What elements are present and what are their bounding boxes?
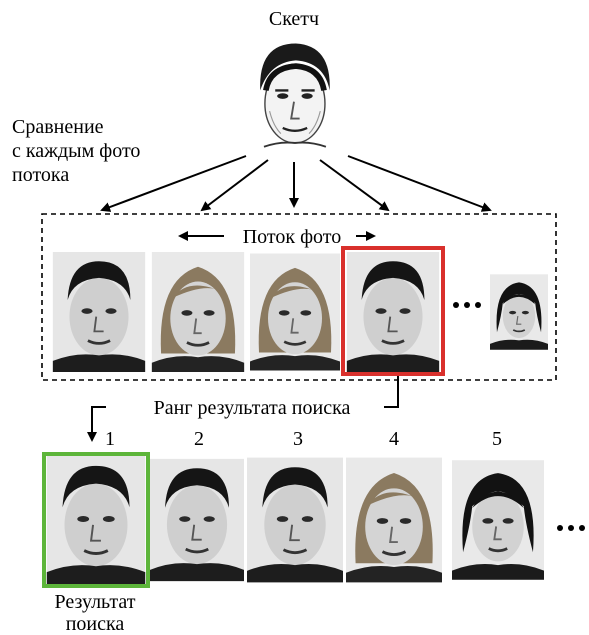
result-ellipsis-icon (557, 525, 585, 531)
compare-arrow-4 (319, 159, 390, 212)
result-photo-1 (46, 456, 146, 584)
rank-number-2: 2 (194, 428, 204, 450)
rank-connector-left (87, 406, 106, 442)
rank-number-4: 4 (389, 428, 399, 450)
stream-ellipsis-icon (453, 302, 481, 308)
result-photo-2 (150, 457, 244, 583)
rank-label: Ранг результата поиска (154, 397, 351, 419)
result-label-line2: поиска (66, 613, 125, 635)
stream-photo-5 (490, 272, 548, 352)
stream-photo-1 (52, 252, 146, 372)
match-highlight-box (341, 246, 445, 376)
stream-photo-4 (345, 252, 441, 372)
result-highlight-box (42, 452, 150, 588)
compare-arrow-2 (200, 159, 269, 212)
stream-photo-3 (250, 252, 340, 372)
compare-arrow-1 (100, 155, 247, 212)
photo-stream-box (41, 213, 557, 381)
sketch-image (247, 36, 341, 158)
sketch-label: Скетч (269, 8, 319, 30)
result-photo-4 (346, 456, 442, 584)
result-photo-3 (247, 456, 343, 584)
compare-label-line2: с каждым фото (12, 140, 140, 162)
compare-label-line3: потока (12, 164, 69, 186)
stream-photo-2 (150, 252, 246, 372)
stream-label: Поток фото (243, 226, 342, 248)
rank-number-1: 1 (105, 428, 115, 450)
rank-number-5: 5 (492, 428, 502, 450)
compare-label-line1: Сравнение (12, 116, 104, 138)
result-photo-5 (452, 458, 544, 582)
result-label-line1: Результат (54, 591, 135, 613)
rank-connector-right (384, 376, 399, 408)
compare-arrow-5 (347, 155, 492, 212)
rank-number-3: 3 (293, 428, 303, 450)
